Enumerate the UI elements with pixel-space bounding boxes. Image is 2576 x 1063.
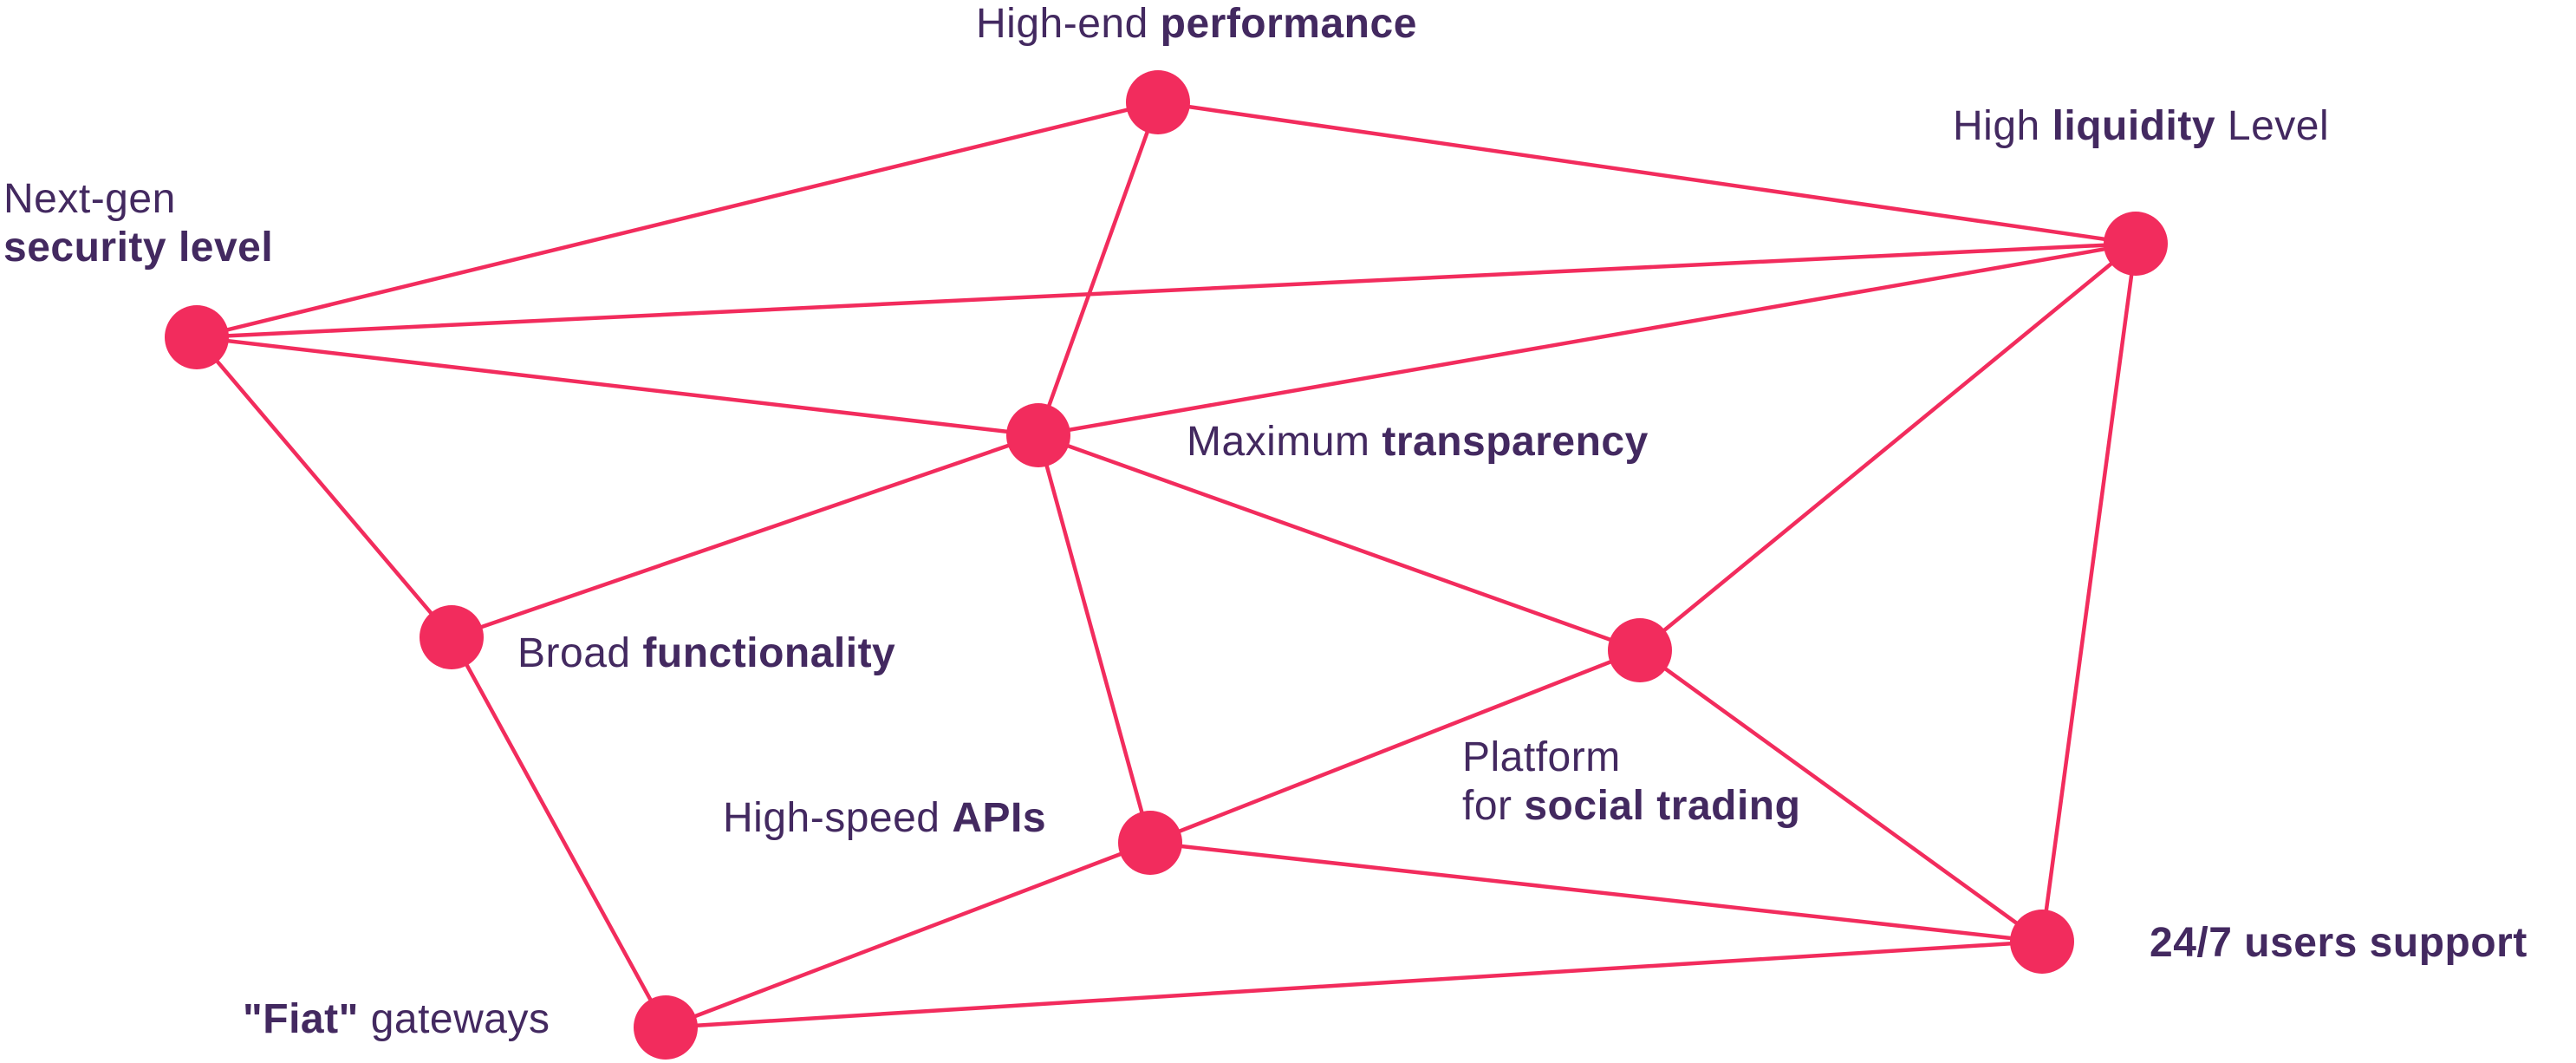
- edge-performance--liquidity: [1157, 100, 2137, 246]
- node-social-trading: [1608, 618, 1672, 682]
- edge-security--liquidity: [196, 241, 2137, 340]
- edge-security--performance: [196, 100, 1159, 340]
- node-apis: [1118, 811, 1182, 875]
- edge-security--transparency: [196, 335, 1039, 438]
- edge-apis--support: [1149, 840, 2043, 944]
- edge-functionality--fiat-gateways: [450, 636, 667, 1029]
- node-performance: [1126, 70, 1190, 134]
- node-security: [165, 305, 229, 369]
- node-fiat-gateways: [634, 995, 698, 1060]
- edge-transparency--social-trading: [1038, 433, 1641, 653]
- node-support: [2010, 910, 2074, 974]
- edge-transparency--apis: [1036, 434, 1153, 844]
- edge-transparency--liquidity: [1038, 241, 2137, 438]
- edge-security--functionality: [195, 336, 453, 639]
- edge-social-trading--support: [1638, 649, 2044, 943]
- edge-social-trading--apis: [1149, 648, 1641, 845]
- node-functionality: [420, 605, 484, 669]
- edge-fiat-gateways--support: [665, 939, 2043, 1030]
- edge-liquidity--support: [2039, 243, 2138, 942]
- edge-transparency--functionality: [451, 433, 1039, 640]
- node-liquidity: [2104, 212, 2168, 276]
- edge-liquidity--social-trading: [1638, 242, 2137, 652]
- node-transparency: [1006, 403, 1070, 467]
- edge-performance--transparency: [1036, 101, 1161, 436]
- edge-apis--fiat-gateways: [665, 840, 1151, 1030]
